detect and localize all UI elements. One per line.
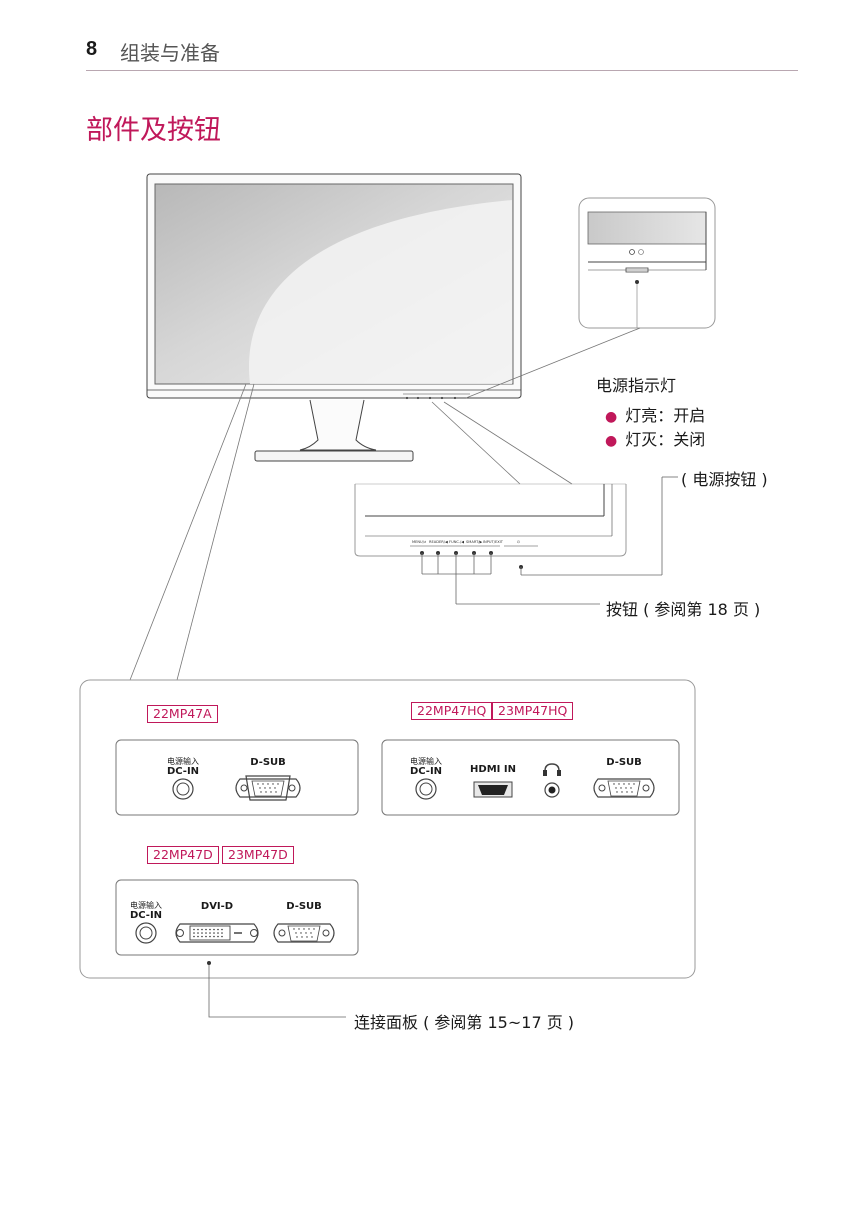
model-tag-23mp47hq: 23MP47HQ bbox=[492, 702, 574, 720]
connection-panel-box bbox=[79, 679, 696, 979]
port-label-dcin: DC-IN bbox=[129, 910, 163, 921]
page-number: 8 bbox=[86, 38, 98, 60]
power-button-label: ( 电源按钮 ) bbox=[681, 470, 768, 489]
port-label-dsub: D-SUB bbox=[606, 757, 642, 768]
port-label-dcin-cn: 电源输入 bbox=[410, 757, 442, 766]
port-label-dvi: DVI-D bbox=[200, 901, 234, 912]
port-label-hdmi: HDMI IN bbox=[470, 764, 516, 775]
svg-text:INPUT/EXIT: INPUT/EXIT bbox=[483, 540, 504, 544]
buttons-label: 按钮 ( 参阅第 18 页 ) bbox=[606, 600, 761, 619]
port-label-dcin-cn: 电源输入 bbox=[167, 757, 199, 766]
button-closeup: MENU/∧ READER/◀ FUNC./◀ SMART/▶ INPUT/EX… bbox=[354, 476, 678, 605]
monitor-front bbox=[146, 173, 522, 462]
panel-d bbox=[115, 879, 359, 956]
port-label-dcin-cn: 电源输入 bbox=[130, 901, 162, 910]
svg-text:FUNC./◀: FUNC./◀ bbox=[449, 540, 464, 544]
svg-text:⏻: ⏻ bbox=[517, 540, 520, 544]
model-tag-22mp47hq: 22MP47HQ bbox=[411, 702, 493, 720]
model-tag-23mp47d: 23MP47D bbox=[222, 846, 294, 864]
port-label-dcin: DC-IN bbox=[166, 766, 200, 777]
power-indicator-title: 电源指示灯 bbox=[596, 376, 677, 395]
svg-text:SMART/▶: SMART/▶ bbox=[466, 540, 482, 544]
page-header: 8 组装与准备 bbox=[86, 34, 798, 71]
panel-22mp47a bbox=[115, 739, 359, 816]
port-label-dsub: D-SUB bbox=[286, 901, 322, 912]
model-tag-22mp47a: 22MP47A bbox=[147, 705, 218, 723]
power-indicator-item-on: ●灯亮：开启 bbox=[605, 406, 706, 425]
panel-hq bbox=[381, 739, 680, 816]
svg-text:READER/◀: READER/◀ bbox=[429, 540, 448, 544]
port-label-dcin: DC-IN bbox=[409, 766, 443, 777]
power-indicator-item-off: ●灯灭：关闭 bbox=[605, 430, 706, 449]
power-indicator-inset bbox=[578, 197, 716, 329]
model-tag-22mp47d: 22MP47D bbox=[147, 846, 219, 864]
port-label-dsub: D-SUB bbox=[250, 757, 286, 768]
section-title: 部件及按钮 bbox=[86, 115, 221, 146]
svg-text:MENU/∧: MENU/∧ bbox=[412, 540, 427, 544]
chapter-title: 组装与准备 bbox=[120, 41, 220, 65]
connection-panel-label: 连接面板 ( 参阅第 15~17 页 ) bbox=[354, 1013, 575, 1032]
